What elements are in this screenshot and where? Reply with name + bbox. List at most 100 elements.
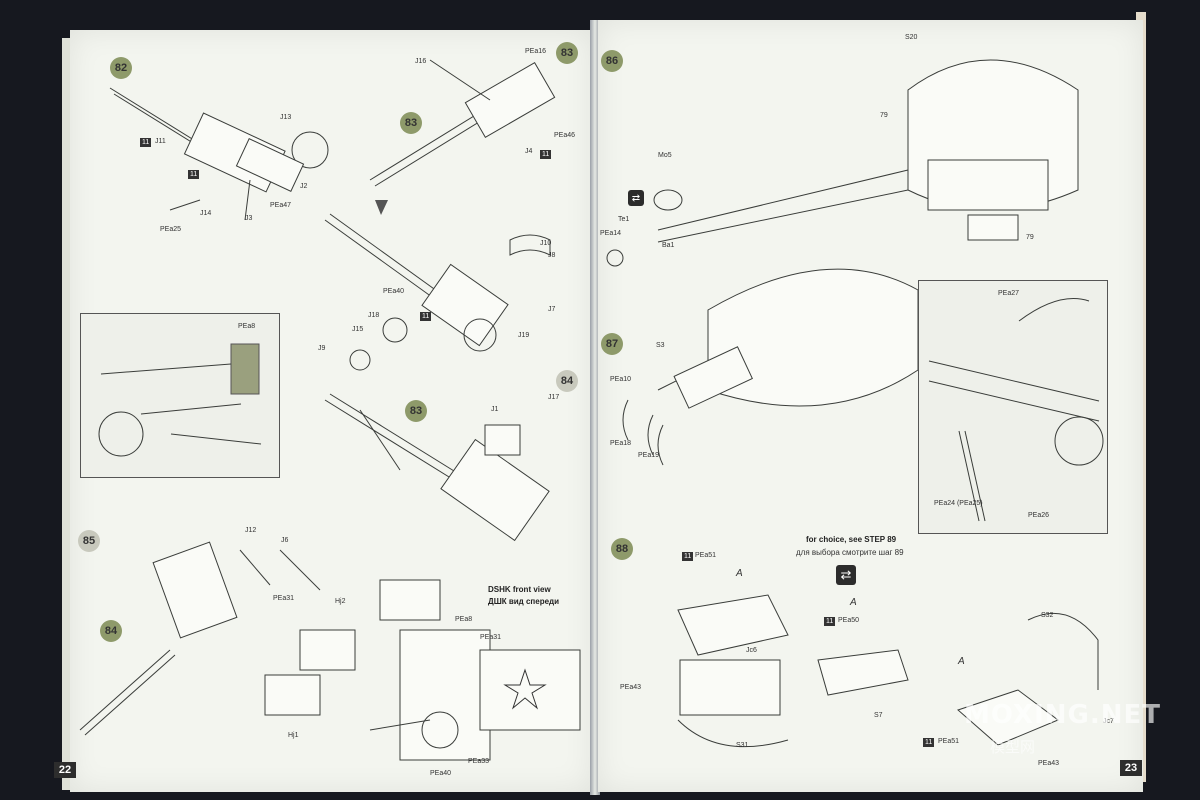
part-label: Hj2 [335, 598, 346, 605]
part-label: A [850, 597, 857, 608]
right-page: 86 87 88 S20 79 79 Mo5 Te1 PEa14 Ba1 PEa… [598, 20, 1143, 792]
step-marker: 83 [405, 400, 427, 422]
part-label: PEa43 [620, 684, 642, 691]
step-marker: 83 [400, 112, 422, 134]
part-label: J8 [548, 252, 556, 259]
step-marker: 87 [601, 333, 623, 355]
choice-arrow-icon: ⇄ [628, 190, 644, 206]
part-label: PEa33 [468, 758, 490, 765]
part-label: S31 [736, 742, 749, 749]
part-label: PEa31 [480, 634, 502, 641]
left-page-drawings [79, 59, 581, 761]
part-label: PEa19 [638, 452, 660, 459]
part-label: 79 [1026, 234, 1034, 241]
part-label: Hj1 [288, 732, 299, 739]
part-label: J12 [245, 527, 257, 534]
part-label: Jc7 [1103, 718, 1114, 725]
part-label: J9 [318, 345, 326, 352]
part-label: PEa47 [270, 202, 292, 209]
step-88-parts-drawing [677, 594, 1099, 748]
part-label: Ba1 [662, 242, 675, 249]
part-label: PEa8 [238, 323, 256, 330]
page-number: 23 [1120, 760, 1142, 776]
step-83-assembly-drawing [324, 213, 551, 371]
part-label: PEa40 [383, 288, 405, 295]
part-tag: 11 [682, 552, 694, 561]
page-number: 22 [54, 762, 76, 778]
part-label: Mo5 [658, 152, 672, 159]
step-86-turret-drawing [606, 59, 1079, 267]
part-label: PEa51 [938, 738, 960, 745]
part-label: S3 [656, 342, 665, 349]
choice-note: for choice, see STEP 89 [806, 535, 897, 544]
part-label: PEa8 [455, 616, 473, 623]
part-label: J2 [300, 183, 308, 190]
step-marker: 84 [556, 370, 578, 392]
part-label: PEa16 [525, 48, 547, 55]
step-84-gun-drawing [324, 393, 550, 542]
part-label: J4 [525, 148, 533, 155]
part-label: J1 [491, 406, 499, 413]
part-label: PEa31 [273, 595, 295, 602]
watermark-chinese: 模型网 [990, 739, 1036, 756]
part-label: J13 [280, 114, 292, 121]
left-page: 82 83 83 84 85 84 83 J13 J11 PEa47 PEa25… [54, 30, 592, 792]
part-label: J18 [368, 312, 380, 319]
part-label: PEa18 [610, 440, 632, 447]
part-label: J19 [518, 332, 530, 339]
watermark-site: MOXING.NET [964, 700, 1162, 730]
part-label: PEa27 [998, 290, 1020, 297]
part-label: J14 [200, 210, 212, 217]
step-82-gun-drawing [109, 87, 329, 221]
part-label: Jc6 [746, 647, 757, 654]
part-label: J16 [415, 58, 427, 65]
step-marker: 85 [78, 530, 100, 552]
step-marker: 82 [110, 57, 132, 79]
part-label: Te1 [618, 216, 630, 223]
part-label: S32 [1041, 612, 1054, 619]
part-tag: 11 [140, 138, 152, 147]
part-label: J6 [281, 537, 289, 544]
right-page-drawings [606, 59, 1099, 748]
part-label: PEa50 [838, 617, 860, 624]
part-label: J15 [352, 326, 364, 333]
step-marker: 86 [601, 50, 623, 72]
booklet-spine [590, 20, 600, 795]
front-view-drawing [369, 579, 581, 761]
part-label: A [736, 568, 743, 579]
part-label: PEa10 [610, 376, 632, 383]
part-label: PEa26 [1028, 512, 1050, 519]
step-83-gun-drawing [369, 59, 556, 215]
part-label: J3 [245, 215, 253, 222]
part-label: PEa40 [430, 770, 452, 777]
part-label: A [958, 656, 965, 667]
detail-inset [80, 313, 280, 478]
part-label: PEa46 [554, 132, 576, 139]
front-view-title: DSHK front view [488, 585, 551, 594]
part-label: J10 [540, 240, 552, 247]
step-85-gun-drawing [79, 541, 356, 736]
part-tag: 11 [923, 738, 935, 747]
part-label: J17 [548, 394, 560, 401]
part-tag: 11 [420, 312, 432, 321]
part-tag: 11 [540, 150, 552, 159]
step-marker: 84 [100, 620, 122, 642]
part-tag: 11 [188, 170, 200, 179]
part-label: 79 [880, 112, 888, 119]
choice-note-ru: для выбора смотрите шаг 89 [796, 548, 904, 557]
step-marker: 83 [556, 42, 578, 64]
part-label: PEa14 [600, 230, 622, 237]
part-label: PEa51 [695, 552, 717, 559]
step-87-turret-drawing [622, 268, 919, 466]
part-label: J7 [548, 306, 556, 313]
part-label: J11 [155, 138, 166, 145]
part-label: PEa43 [1038, 760, 1060, 767]
part-label: S7 [874, 712, 883, 719]
part-label: PEa25 [160, 226, 182, 233]
part-tag: 11 [824, 617, 836, 626]
step-marker: 88 [611, 538, 633, 560]
part-label: S20 [905, 34, 918, 41]
choice-arrow-icon: ⇄ [836, 565, 856, 585]
front-view-title-ru: ДШК вид спереди [488, 597, 560, 606]
